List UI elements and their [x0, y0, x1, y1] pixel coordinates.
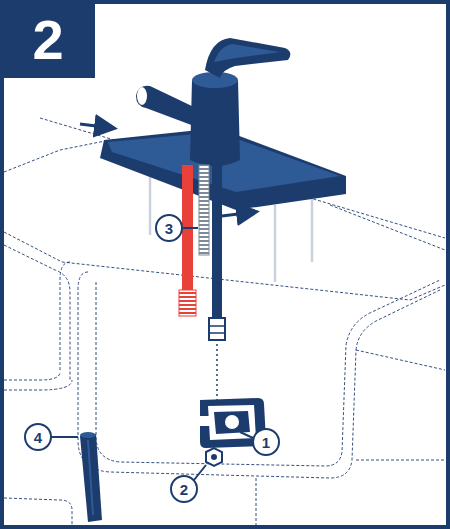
step-number: 2: [8, 3, 88, 75]
callout-number: 4: [26, 425, 50, 449]
callout-number: 1: [254, 430, 278, 454]
callout-number: 2: [172, 477, 196, 501]
callout-number: 3: [157, 216, 181, 240]
